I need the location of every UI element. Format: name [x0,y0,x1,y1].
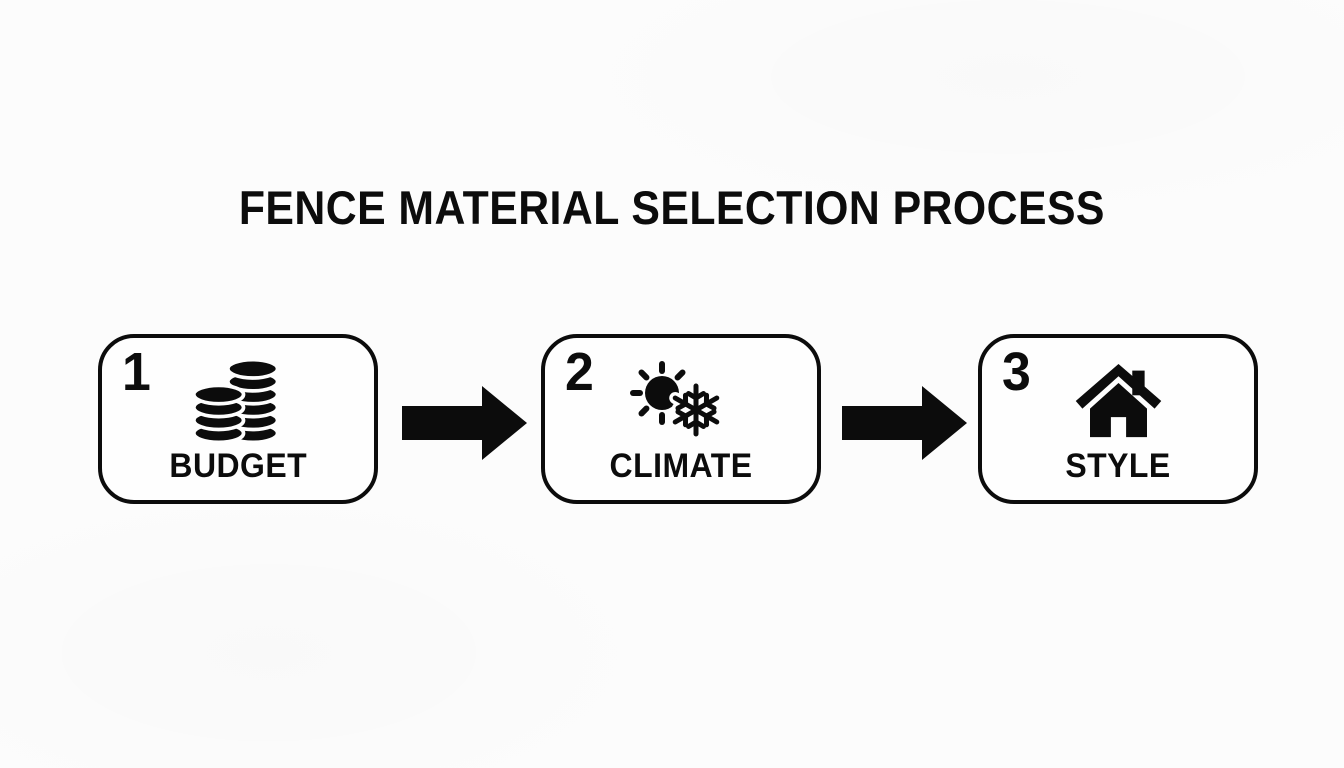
step-number-1: 1 [122,342,151,402]
step-label-style-text: STYLE [1065,447,1171,485]
arrow-right-icon [402,385,527,461]
step-label-climate-text: CLIMATE [609,447,753,485]
coin-stacks-icon [102,355,374,447]
step-label-climate: CLIMATE [545,449,817,483]
step-label-budget: BUDGET [102,449,374,483]
sun-snowflake-icon [545,359,817,439]
step-label-budget-text: BUDGET [169,447,307,485]
step-box-climate: 2 [541,334,821,504]
step-number-3: 3 [1002,342,1031,402]
arrow-right-icon [842,385,967,461]
step-box-budget: 1 BUDGET [98,334,378,504]
diagram-title: FENCE MATERIAL SELECTION PROCESS [0,184,1344,231]
diagram-title-text: FENCE MATERIAL SELECTION PROCESS [238,181,1106,234]
step-label-style: STYLE [982,449,1254,483]
house-icon [982,361,1254,441]
step-number-2: 2 [565,342,594,402]
step-box-style: 3 STYLE [978,334,1258,504]
